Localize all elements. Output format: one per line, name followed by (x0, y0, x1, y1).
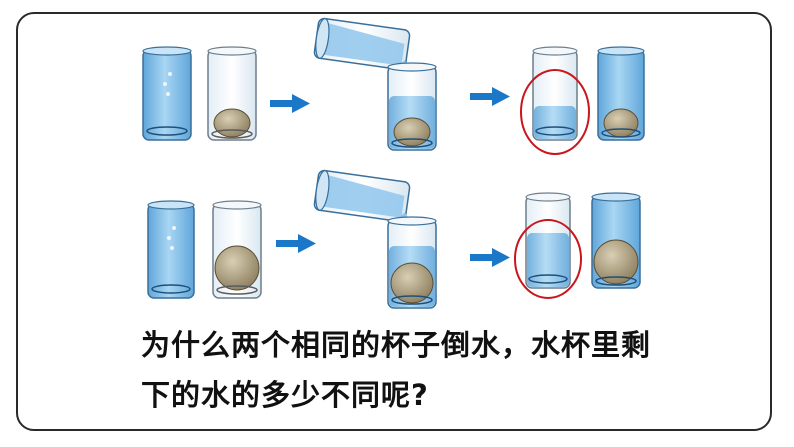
pouring-glass-icon (313, 17, 411, 71)
glass-full-with-egg-icon (597, 46, 645, 141)
arrow-right-icon (276, 234, 316, 253)
question-line-1: 为什么两个相同的杯子倒水，水杯里剩 (141, 328, 652, 362)
glass-full-icon (147, 200, 195, 299)
arrow-right-icon (470, 87, 510, 106)
question-line-2: 下的水的多少不同呢? (141, 378, 429, 412)
glass-remaining-water-icon (532, 46, 578, 141)
glass-full-icon (142, 46, 192, 141)
arrow-right-icon (470, 248, 510, 267)
glass-with-egg-icon (387, 216, 437, 309)
highlight-circle-icon (514, 219, 582, 299)
glass-full-with-egg-icon (591, 192, 641, 289)
pouring-glass-icon (313, 169, 411, 223)
glass-with-egg-icon (212, 200, 262, 299)
glass-remaining-water-icon (525, 192, 571, 289)
arrow-right-icon (270, 94, 310, 113)
highlight-circle-icon (520, 69, 590, 155)
glass-with-egg-icon (387, 62, 437, 151)
glass-with-egg-icon (207, 46, 257, 141)
question-text: 为什么两个相同的杯子倒水，水杯里剩 下的水的多少不同呢? (141, 320, 701, 420)
